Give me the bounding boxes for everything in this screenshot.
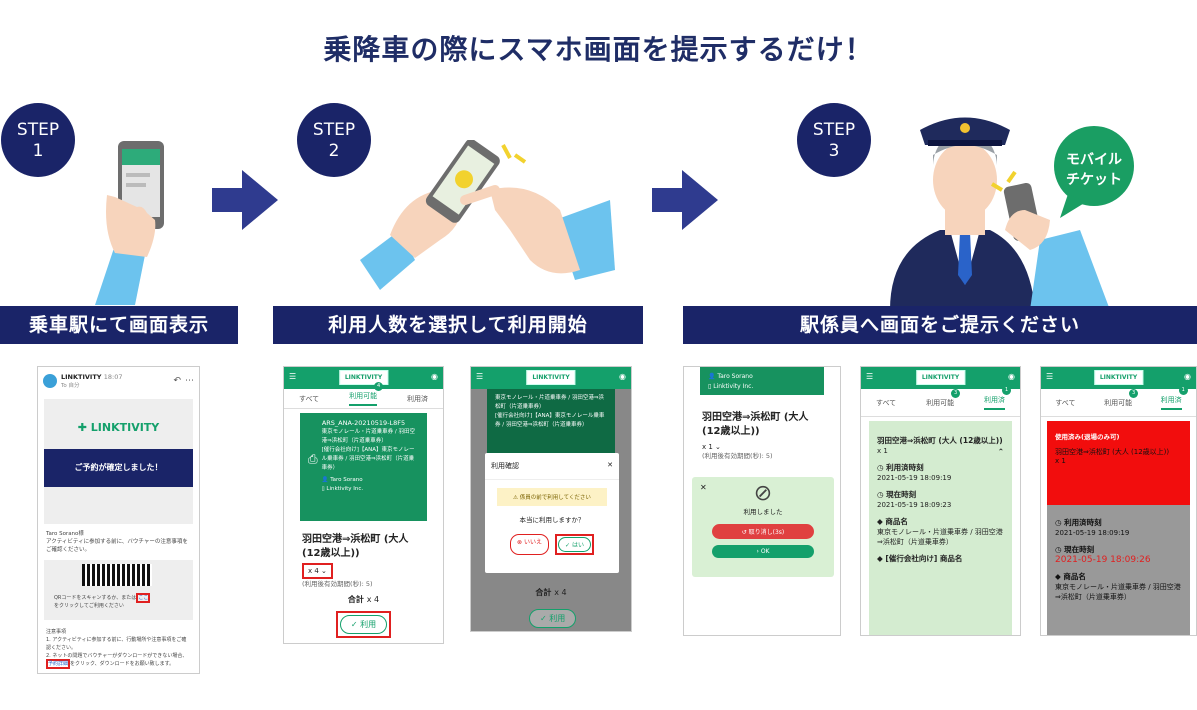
qr-link[interactable]: ここ — [136, 593, 151, 603]
close-icon[interactable]: ✕ — [700, 483, 707, 492]
printer-icon: ⎙ — [308, 452, 318, 466]
arrow-right-icon — [212, 170, 278, 230]
camera-icon[interactable]: ◉ — [1008, 372, 1015, 381]
tab-all[interactable]: すべて — [1055, 398, 1076, 407]
page-title: 乗降車の際にスマホ画面を提示するだけ！ — [323, 33, 874, 66]
menu-icon[interactable]: ☰ — [476, 372, 484, 381]
speech-bubble — [1054, 126, 1134, 218]
arrow-right-icon — [652, 170, 718, 230]
warning-box: ⚠ 係員の前で利用してください — [497, 488, 607, 506]
menu-icon[interactable]: ☰ — [1046, 372, 1054, 381]
more-icon[interactable]: ⋯ — [185, 376, 194, 386]
quantity-select[interactable]: x 4 ⌄ — [302, 563, 333, 579]
hand-tap-illustration — [360, 140, 615, 290]
menu-icon[interactable]: ☰ — [866, 372, 874, 381]
hand-phone-illustration — [95, 141, 164, 305]
chevron-up-icon[interactable]: ⌃ — [997, 447, 1004, 456]
menu-icon[interactable]: ☰ — [289, 372, 297, 381]
confirm-dialog: 利用確認✕ ⚠ 係員の前で利用してください 本当に利用しますか？ ⊗ いいえ ✓… — [485, 453, 619, 573]
brand-logo: ✚ LINKTIVITY — [77, 421, 160, 434]
use-button[interactable]: ✓ 利用 — [339, 615, 388, 634]
step-3-banner: 駅係員へ画面をご提示ください — [683, 306, 1197, 344]
used-popup-screenshot: 👤 Taro Sorano ▯ Linktivity Inc. 羽田空港⇒浜松町… — [683, 366, 841, 636]
station-staff-illustration — [890, 117, 1110, 310]
camera-icon[interactable]: ◉ — [619, 372, 626, 381]
ok-button[interactable]: › OK — [712, 545, 814, 558]
used-ticket-card[interactable]: 羽田空港⇒浜松町 (大人 (12歳以上)) ⌃ x 1 ◷ 利用済時刻 2021… — [869, 421, 1012, 635]
avatar — [43, 374, 57, 388]
qr-code[interactable] — [82, 564, 152, 586]
bubble-text: モバイルチケット — [1066, 152, 1122, 188]
camera-icon[interactable]: ◉ — [431, 372, 438, 381]
reply-icon[interactable]: ↶ — [173, 376, 181, 386]
camera-icon[interactable]: ◉ — [1184, 372, 1191, 381]
used-red-card[interactable]: 使用済み(退場のみ可) 羽田空港⇒浜松町 (大人 (12歳以上)) x 1 — [1047, 421, 1190, 505]
step-2-banner: 利用人数を選択して利用開始 — [273, 306, 643, 344]
used-popup: ✕ ⊘ 利用しました ↺ 取り消し(3s) › OK — [692, 477, 834, 577]
close-icon[interactable]: ✕ — [607, 461, 613, 469]
email-screenshot: LINKTIVITY 18:07 To 自分 ↶ ⋯ ✚ LINKTIVITY … — [37, 366, 200, 674]
no-button[interactable]: ⊗ いいえ — [510, 534, 549, 555]
cancel-button[interactable]: ↺ 取り消し(3s) — [712, 524, 814, 539]
use-button[interactable]: ✓ 利用 — [529, 609, 577, 628]
reservation-detail-link[interactable]: 予約詳細 — [46, 659, 71, 669]
step-1-banner: 乗車駅にて画面表示 — [0, 306, 238, 344]
ticket-card[interactable]: ARS_ANA-20210519-L8F5 ⎙ 東京モノレール・片道乗車券 / … — [300, 413, 427, 521]
yes-button[interactable]: ✓ はい — [558, 537, 591, 552]
confirm-dialog-screenshot: ☰LINKTIVITY◉ 東京モノレール・片道乗車券 / 羽田空港⇒浜松町（片道… — [470, 366, 632, 632]
tab-used[interactable]: 利用済 — [407, 394, 429, 403]
tab-all[interactable]: すべて — [298, 394, 320, 403]
check-circle-icon: ⊘ — [753, 481, 773, 506]
used-grey-detail: ◷ 利用済時刻 2021-05-19 18:09:19 ◷ 現在時刻 2021-… — [1047, 505, 1190, 635]
tab-all[interactable]: すべて — [875, 398, 897, 407]
confirmed-banner: ご予約が確定しました！ — [44, 449, 193, 487]
